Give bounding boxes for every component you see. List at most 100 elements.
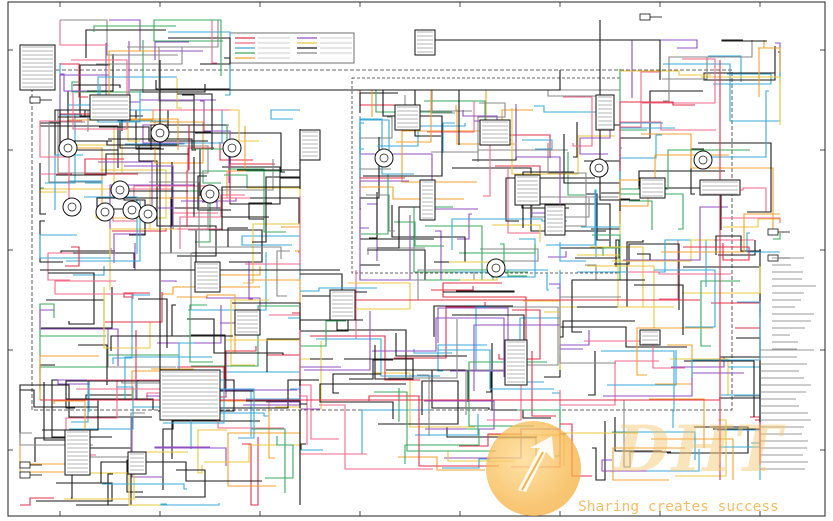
wire [663, 51, 781, 122]
wire [641, 133, 774, 229]
wire [47, 252, 73, 281]
wire [71, 40, 144, 93]
wire [559, 330, 590, 350]
wire [205, 266, 261, 276]
wire [629, 200, 653, 230]
wire [368, 395, 499, 467]
wire [112, 294, 150, 364]
wire [39, 163, 46, 215]
plug-symbol [639, 13, 651, 21]
wire [248, 202, 272, 220]
wire [734, 375, 761, 397]
wire [157, 305, 222, 344]
motor-symbol [150, 123, 170, 143]
wire [654, 269, 716, 328]
motor-symbol [62, 197, 82, 217]
wire [276, 250, 290, 297]
wire [602, 242, 621, 256]
wire [723, 218, 780, 228]
wire [631, 39, 698, 98]
wire [486, 370, 492, 393]
wire [59, 20, 108, 46]
wire [66, 447, 132, 506]
wire [153, 19, 223, 76]
wire [372, 317, 505, 377]
connector-block [544, 204, 566, 236]
motor-core [143, 209, 153, 219]
wire [603, 372, 744, 397]
wire [200, 100, 231, 150]
wire [636, 449, 700, 472]
wire [60, 73, 87, 92]
motor-symbol [122, 200, 142, 220]
wire [388, 319, 458, 379]
wire [413, 349, 452, 354]
wire [711, 302, 761, 329]
wire [433, 305, 513, 337]
wire [531, 351, 556, 417]
wire [559, 296, 621, 361]
wire [620, 134, 662, 159]
wire [684, 360, 755, 417]
wire [299, 358, 333, 394]
wire [415, 414, 479, 436]
wire [548, 251, 567, 258]
wire [636, 327, 713, 376]
wire [437, 307, 509, 372]
wire [224, 174, 248, 188]
wire [559, 360, 659, 406]
wire [60, 63, 88, 98]
motor-symbol [486, 258, 506, 278]
wire [138, 298, 168, 348]
wire [360, 116, 393, 139]
wire [620, 121, 716, 131]
wire [342, 282, 411, 310]
wire [511, 108, 615, 175]
wire [19, 432, 93, 446]
wire [269, 248, 301, 316]
wire [84, 412, 145, 458]
wire [359, 264, 380, 281]
wire [443, 290, 515, 293]
wire [211, 412, 268, 417]
connector-block [194, 261, 221, 293]
connector-block [299, 129, 321, 161]
motor-core [698, 155, 708, 165]
wire [176, 78, 182, 109]
wire [251, 428, 286, 493]
wire [39, 220, 63, 263]
motor-core [67, 202, 77, 212]
wire [73, 84, 121, 88]
wire [73, 266, 105, 276]
wire [498, 309, 541, 360]
wire [65, 246, 80, 267]
component-symbols [19, 13, 790, 479]
wire [150, 120, 204, 164]
wire [619, 198, 630, 211]
wire [477, 102, 506, 162]
wire [64, 472, 135, 500]
wire [377, 206, 430, 249]
wire-legend [229, 32, 355, 64]
wire [310, 335, 420, 381]
wire [300, 273, 343, 297]
wire [721, 39, 767, 42]
wire [442, 458, 490, 469]
wire [462, 110, 498, 122]
wire [612, 239, 714, 262]
wire [319, 404, 433, 470]
plug-symbol [19, 471, 31, 479]
wire [359, 137, 380, 210]
wire [84, 158, 138, 175]
wire [270, 109, 300, 120]
wire [359, 92, 398, 113]
wire [60, 19, 178, 56]
wire-harness [19, 19, 781, 506]
wire [68, 180, 103, 184]
wire [76, 473, 113, 506]
wire [438, 349, 554, 390]
wire [361, 409, 430, 454]
wire [171, 162, 217, 257]
wire [161, 280, 177, 282]
wire [522, 139, 553, 150]
